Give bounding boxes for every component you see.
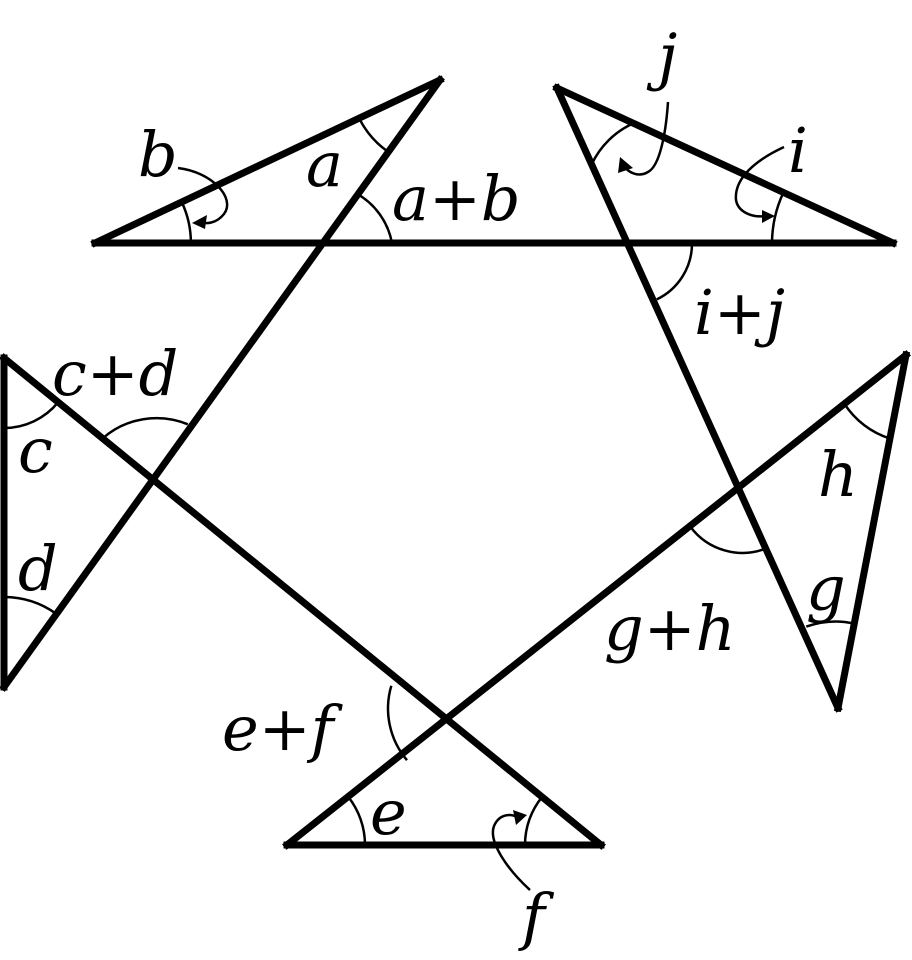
long-line-j-g bbox=[552, 83, 843, 713]
label-a: a bbox=[306, 128, 343, 201]
label-e-plus-f: e+f bbox=[222, 692, 344, 765]
label-e: e bbox=[370, 776, 407, 849]
angle-arc-b bbox=[180, 201, 193, 244]
label-i: i bbox=[788, 114, 808, 187]
angle-arc-e bbox=[347, 795, 367, 846]
label-g: g bbox=[806, 552, 846, 625]
angle-arc-j bbox=[590, 122, 634, 165]
angle-arc-a-plus-b bbox=[354, 191, 394, 244]
angle-arc-f bbox=[523, 796, 544, 846]
angle-arc-c bbox=[3, 401, 60, 430]
label-h: h bbox=[818, 438, 858, 511]
long-line-f-c bbox=[0, 353, 606, 850]
angle-arcs bbox=[3, 119, 891, 846]
pointer-arrow-f bbox=[491, 810, 531, 891]
angle-arc-g-plus-h bbox=[689, 525, 768, 555]
top-right-triangle-hypotenuse bbox=[552, 83, 898, 248]
label-f: f bbox=[518, 880, 555, 953]
label-c-plus-d: c+d bbox=[52, 337, 178, 410]
label-b: b bbox=[138, 118, 178, 191]
label-a-plus-b: a+b bbox=[392, 162, 521, 235]
long-line-h-e bbox=[282, 350, 911, 850]
angle-arc-e-plus-f bbox=[386, 685, 408, 762]
label-g-plus-h: g+h bbox=[604, 592, 736, 665]
top-left-triangle-hypotenuse bbox=[90, 75, 445, 248]
pointer-arrow-i bbox=[734, 145, 785, 223]
angle-arc-d bbox=[3, 595, 58, 616]
angle-arc-g bbox=[805, 620, 855, 628]
angle-arc-h bbox=[843, 403, 891, 440]
label-d: d bbox=[18, 532, 58, 605]
angle-arc-i bbox=[770, 191, 785, 244]
label-i-plus-j: i+j bbox=[694, 276, 785, 349]
pointer-arrow-b bbox=[177, 166, 229, 229]
angle-arc-a bbox=[359, 119, 389, 153]
long-line-a-d bbox=[0, 75, 445, 692]
pointer-arrow-j bbox=[618, 101, 670, 176]
label-c: c bbox=[18, 414, 53, 487]
right-triangle-side bbox=[833, 350, 911, 713]
angle-labels: b a a+b j i i+j c+d c d h g g+h e+f e f bbox=[18, 20, 858, 953]
pointer-arrows bbox=[177, 101, 785, 891]
angle-arc-i-plus-j bbox=[656, 242, 694, 301]
angle-arc-c-plus-d bbox=[101, 416, 189, 440]
label-j: j bbox=[646, 20, 677, 93]
